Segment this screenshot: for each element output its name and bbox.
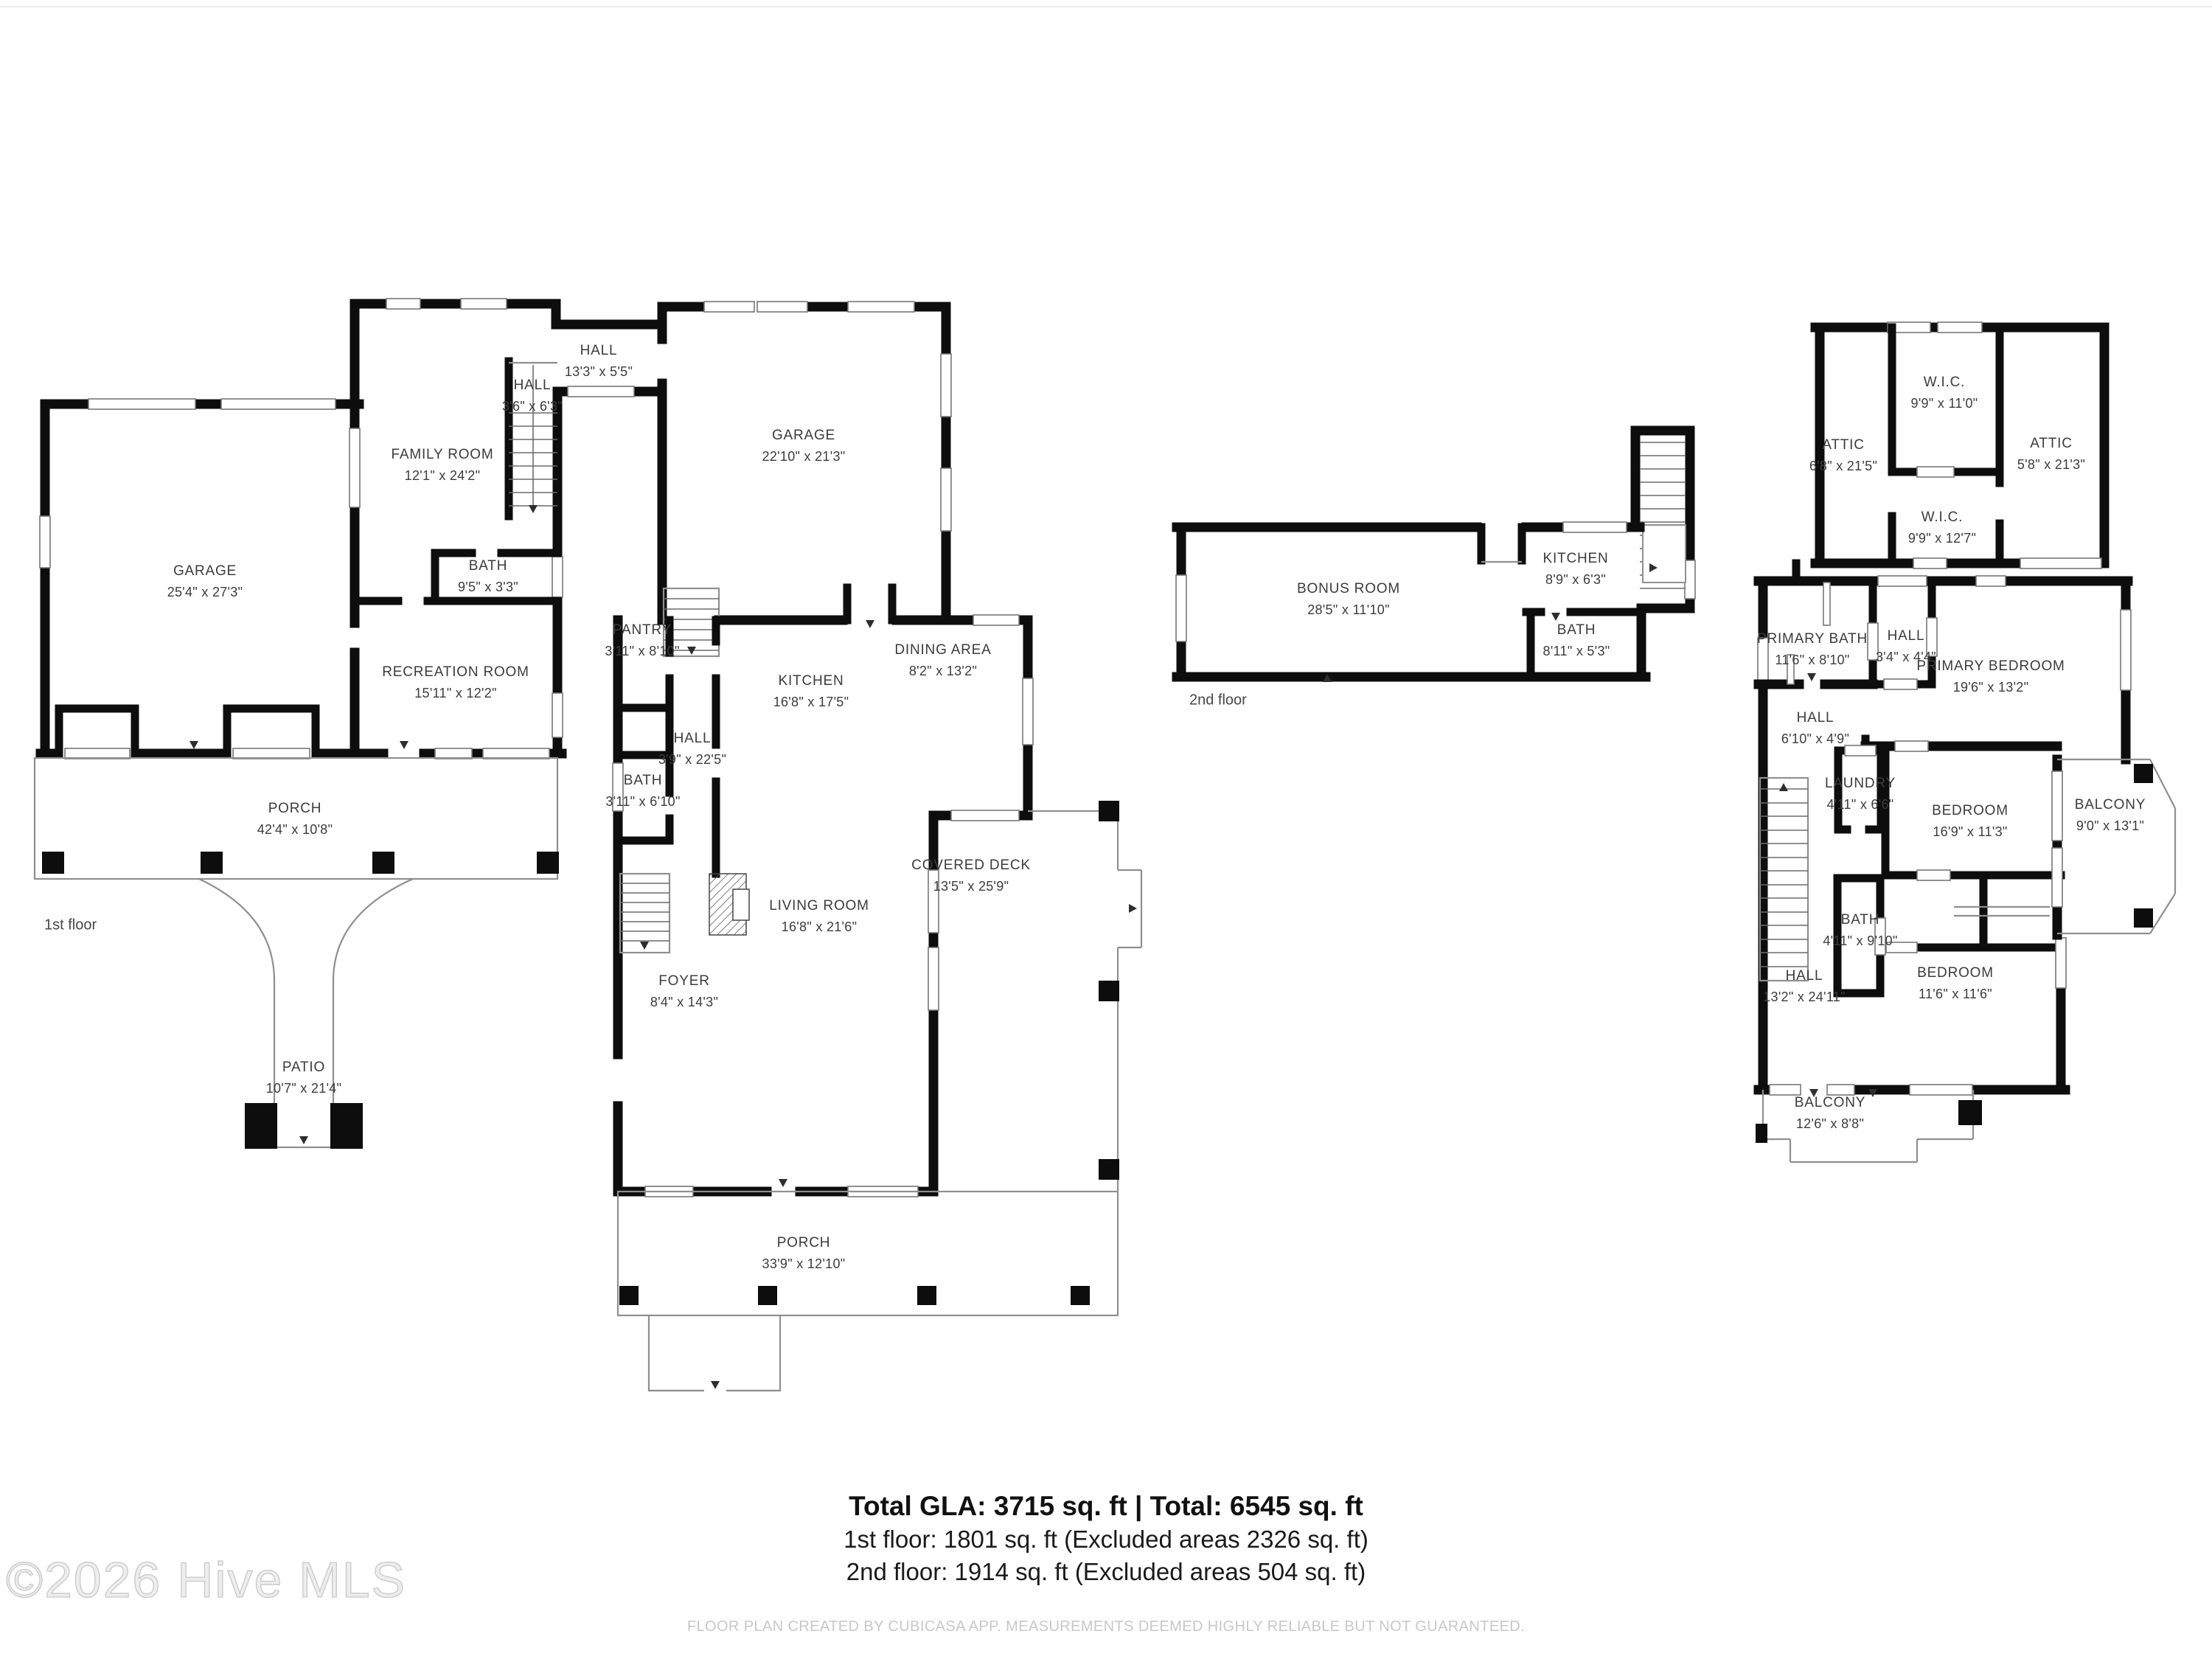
page-top-border [0,6,2212,7]
first-floor-porch-patio [33,757,559,1149]
first-floor-right-building [349,298,667,759]
second-floor-area-line: 2nd floor: 1914 sq. ft (Excluded areas 5… [846,1558,1366,1585]
first-floor-main-house [612,301,1143,1392]
footer-summary: Total GLA: 3715 sq. ft | Total: 6545 sq.… [0,1489,2212,1588]
door-arrows [189,505,1877,1389]
total-gla-title: Total GLA: 3715 sq. ft | Total: 6545 sq.… [849,1491,1363,1521]
first-floor-left-building [35,398,364,759]
second-floor-bonus-plan [1172,425,1696,682]
disclaimer-text: FLOOR PLAN CREATED BY CUBICASA APP. MEAS… [686,1618,1526,1635]
first-floor-area-line: 1st floor: 1801 sq. ft (Excluded areas 2… [844,1526,1368,1553]
second-floor-main-plan [1753,321,2177,1164]
mls-watermark: ©2026 Hive MLS [5,1551,407,1608]
